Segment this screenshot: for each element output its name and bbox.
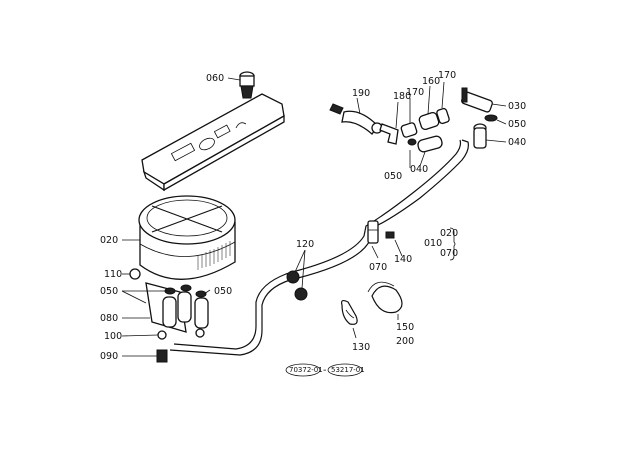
label-050-mid: 050 — [214, 286, 232, 297]
label-040-hose: 040 — [410, 164, 428, 175]
label-060: 060 — [206, 73, 224, 84]
label-170-left: 170 — [406, 87, 424, 98]
label-080: 080 — [100, 313, 118, 324]
label-030: 030 — [508, 101, 526, 112]
code-right: 53217-01 — [331, 366, 365, 374]
hose-clip — [367, 220, 395, 244]
reference-codes: 70372-01 - 53217-01 — [285, 363, 365, 377]
cover-plate — [141, 93, 285, 192]
label-110: 110 — [104, 269, 122, 280]
hose-clamp — [367, 281, 403, 314]
fitting-group — [461, 87, 498, 149]
label-070-clip: 070 — [369, 262, 387, 273]
group-bracket — [449, 227, 456, 261]
label-140: 140 — [394, 254, 412, 265]
label-190: 190 — [352, 88, 370, 99]
label-100: 100 — [104, 331, 122, 342]
label-120: 120 — [296, 239, 314, 250]
code-separator: - — [323, 365, 326, 376]
cap-part — [239, 71, 255, 99]
label-130: 130 — [352, 342, 370, 353]
label-160: 160 — [422, 76, 440, 87]
label-020-group: 020 — [440, 228, 458, 239]
air-cleaner-housing — [138, 195, 236, 280]
code-left: 70372-01 — [289, 366, 323, 374]
label-090: 090 — [100, 351, 118, 362]
label-150: 150 — [396, 322, 414, 333]
label-200: 200 — [396, 336, 414, 347]
label-050-left: 050 — [100, 286, 118, 297]
label-040-right: 040 — [508, 137, 526, 148]
label-170-right: 170 — [438, 70, 456, 81]
part-labels: 060 020 110 050 050 080 100 090 120 070 … — [100, 70, 526, 362]
label-020: 020 — [100, 235, 118, 246]
label-050-hose: 050 — [384, 171, 402, 182]
intake-hose-group — [329, 103, 450, 153]
clamp-part — [341, 299, 358, 325]
mounting-bracket — [129, 268, 209, 363]
label-180: 180 — [393, 91, 411, 102]
label-070-group: 070 — [440, 248, 458, 259]
label-050-right: 050 — [508, 119, 526, 130]
label-010: 010 — [424, 238, 442, 249]
leader-lines — [121, 77, 507, 357]
